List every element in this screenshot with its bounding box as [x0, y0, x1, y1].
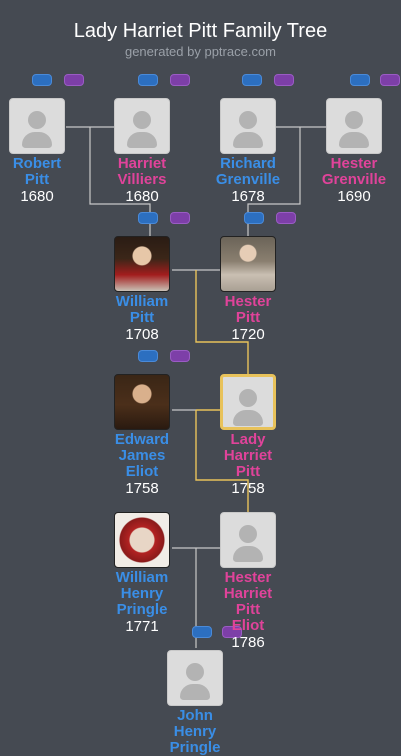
pill-purple[interactable] [274, 74, 294, 86]
person-year: 1720 [231, 326, 265, 343]
pill-blue[interactable] [138, 350, 158, 362]
pill-blue[interactable] [192, 626, 212, 638]
placeholder-avatar-icon [220, 98, 276, 154]
placeholder-avatar-icon [9, 98, 65, 154]
pill-blue[interactable] [138, 74, 158, 86]
pill-blue[interactable] [32, 74, 52, 86]
pill-purple[interactable] [170, 74, 190, 86]
person-year: 1758 [231, 480, 265, 497]
person-year: 1690 [337, 188, 371, 205]
person-year: 1680 [20, 188, 54, 205]
pill-purple[interactable] [64, 74, 84, 86]
placeholder-avatar-icon [220, 374, 276, 430]
page-subtitle: generated by pptrace.com [124, 44, 277, 59]
portrait-image [220, 236, 276, 292]
pill-blue[interactable] [242, 74, 262, 86]
portrait-image [114, 374, 170, 430]
person-year: 1708 [125, 326, 159, 343]
person-year: 1680 [125, 188, 159, 205]
pill-purple[interactable] [276, 212, 296, 224]
page-title: Lady Harriet Pitt Family Tree [73, 20, 328, 42]
placeholder-avatar-icon [167, 650, 223, 706]
person-year: 1771 [125, 618, 159, 635]
person-year: 1678 [231, 188, 265, 205]
pill-blue[interactable] [138, 212, 158, 224]
placeholder-avatar-icon [326, 98, 382, 154]
pill-blue[interactable] [244, 212, 264, 224]
portrait-image [114, 512, 170, 568]
pill-purple[interactable] [170, 350, 190, 362]
pill-blue[interactable] [350, 74, 370, 86]
placeholder-avatar-icon [114, 98, 170, 154]
pill-purple[interactable] [380, 74, 400, 86]
portrait-image [114, 236, 170, 292]
pill-purple[interactable] [222, 626, 242, 638]
person-year: 1758 [125, 480, 159, 497]
placeholder-avatar-icon [220, 512, 276, 568]
pill-purple[interactable] [170, 212, 190, 224]
person-year: 1786 [231, 634, 265, 651]
